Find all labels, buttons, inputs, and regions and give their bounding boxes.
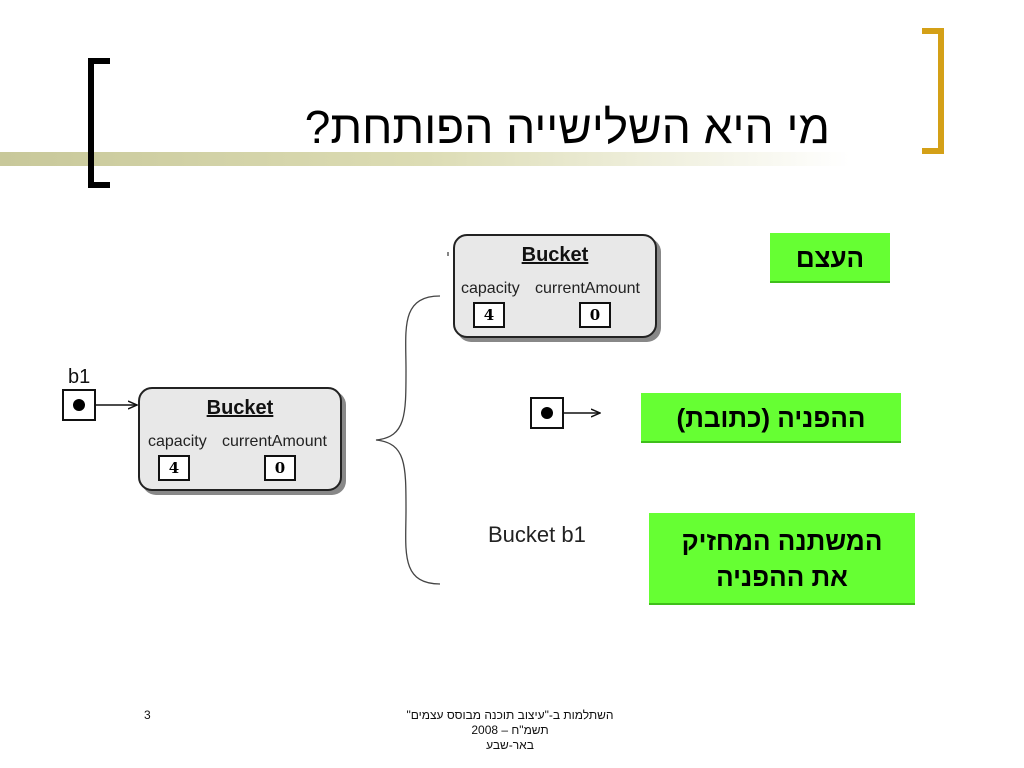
label-object: העצם	[770, 233, 890, 283]
right-bracket-decoration	[922, 28, 944, 154]
footer-line1: השתלמות ב-"עיצוב תוכנה מבוסס עצמים"	[406, 708, 614, 722]
title-underline-bar	[0, 152, 850, 166]
declaration-text: Bucket b1	[488, 522, 586, 547]
label-reference: ההפניה (כתובת)	[641, 393, 901, 443]
reference-dot	[73, 399, 85, 411]
bucket-object-main: Bucket capacity currentAmount 4 0	[138, 387, 342, 491]
label-variable-line1: המשתנה המחזיק	[681, 526, 883, 556]
capacity-field-label: capacity	[461, 280, 520, 297]
capacity-value-box: 4	[473, 302, 505, 328]
current-amount-field-label: currentAmount	[222, 433, 327, 450]
label-variable-line2: את ההפניה	[716, 562, 848, 592]
reference-box-standalone	[530, 397, 564, 429]
bucket-class-name: Bucket	[206, 397, 274, 419]
footer-text: השתלמות ב-"עיצוב תוכנה מבוסס עצמים" תשמ"…	[340, 708, 680, 753]
left-bracket-decoration	[88, 58, 110, 188]
footer-line3: באר-שבע	[486, 738, 534, 752]
capacity-field-label: capacity	[148, 433, 207, 450]
current-amount-field-label: currentAmount	[535, 280, 640, 297]
reference-box-b1	[62, 389, 96, 421]
variable-name-label: b1	[68, 366, 91, 388]
footer-line2: תשמ"ח – 2008	[471, 723, 549, 737]
capacity-value-box: 4	[158, 455, 190, 481]
label-variable: המשתנה המחזיק את ההפניה	[649, 513, 915, 605]
reference-dot	[541, 407, 553, 419]
current-amount-value-box: 0	[264, 455, 296, 481]
curly-brace	[375, 295, 441, 585]
page-number: 3	[144, 708, 151, 722]
current-amount-value-box: 0	[579, 302, 611, 328]
bucket-object-top: Bucket capacity currentAmount 4 0	[453, 234, 657, 338]
slide-title: מי היא השלישייה הפותחת?	[304, 101, 830, 153]
bucket-class-name: Bucket	[521, 244, 589, 266]
